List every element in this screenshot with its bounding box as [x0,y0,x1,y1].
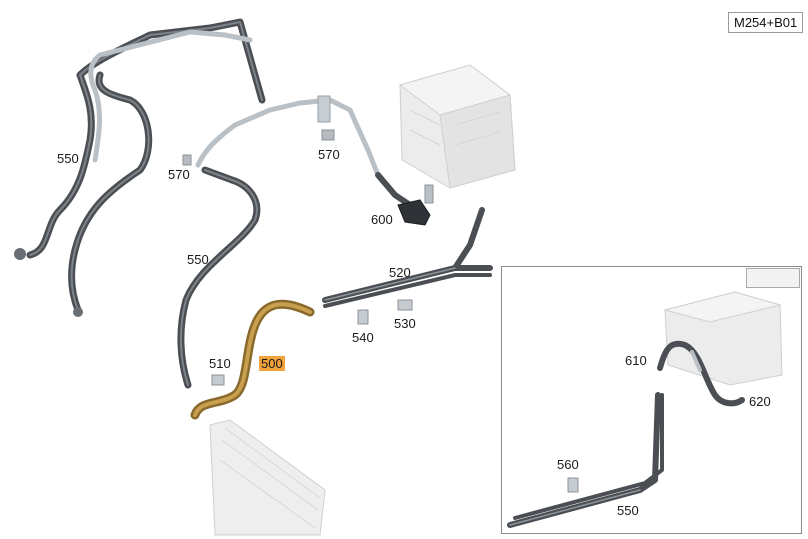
label-520[interactable]: 520 [389,265,411,280]
label-560[interactable]: 560 [557,457,579,472]
inset-detail-frame [501,266,802,534]
label-540[interactable]: 540 [352,330,374,345]
clip-570-left [182,154,192,166]
label-570-left[interactable]: 570 [168,167,190,182]
inset-hose-610-620 [657,340,745,407]
clip-530 [397,299,413,311]
label-610[interactable]: 610 [625,353,647,368]
radiator-component [209,419,326,536]
clip-540 [357,309,369,325]
label-550-mid[interactable]: 550 [187,252,209,267]
label-620[interactable]: 620 [749,394,771,409]
hose-550-upper [14,18,266,317]
label-570-top[interactable]: 570 [318,147,340,162]
label-530[interactable]: 530 [394,316,416,331]
label-550-top[interactable]: 550 [57,151,79,166]
label-510[interactable]: 510 [209,356,231,371]
hose-500-highlighted [190,299,315,420]
hose-520 [322,207,493,308]
battery-component [398,64,516,189]
inset-clip-560 [567,477,579,493]
inset-thumbnail [746,268,800,288]
clip-510 [211,374,225,386]
valve-600 [397,184,434,226]
label-600[interactable]: 600 [371,212,393,227]
inset-hose-550 [507,392,664,528]
label-550-inset[interactable]: 550 [617,503,639,518]
hose-550-middle [177,95,413,389]
label-500-highlighted[interactable]: 500 [259,356,285,371]
diagram-code-label: M254+B01 [728,12,804,33]
clip-570-top [321,129,335,141]
